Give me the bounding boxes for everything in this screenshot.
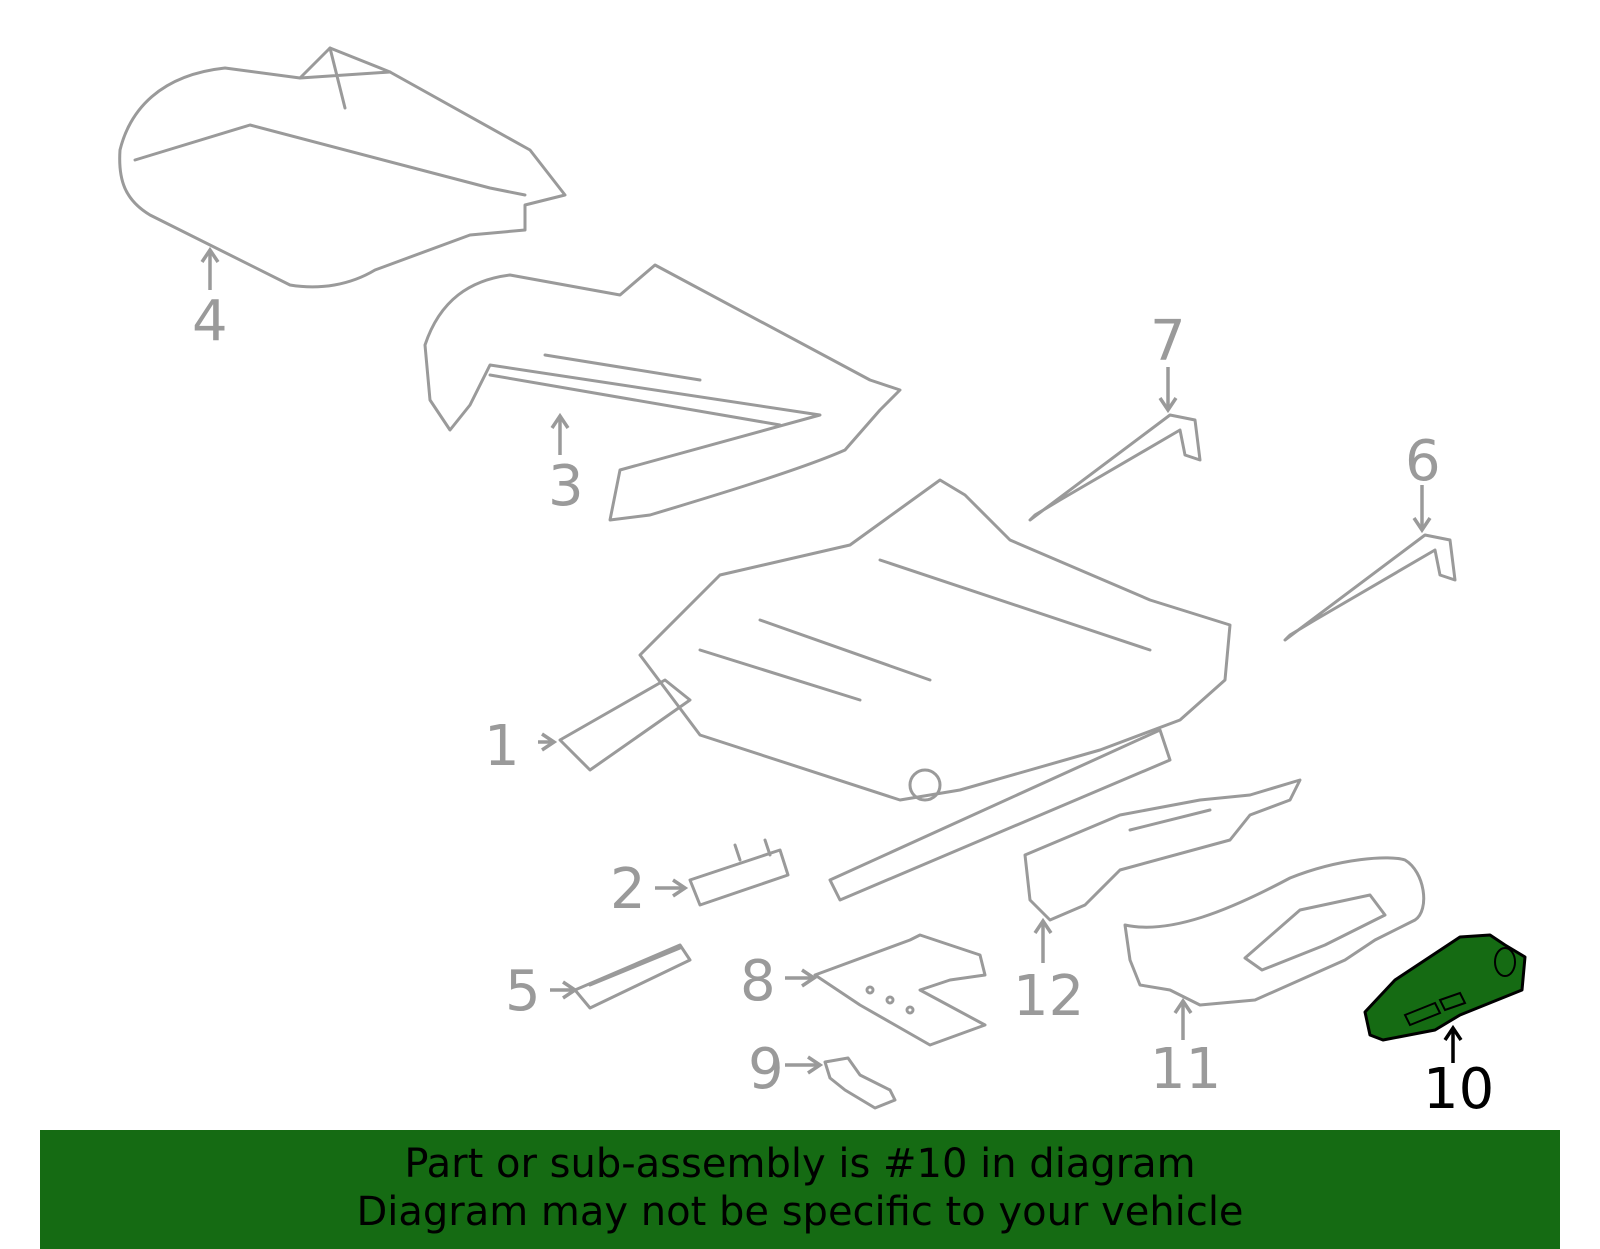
- part-7-trim[interactable]: [1028, 413, 1202, 522]
- arrow-8: [785, 968, 818, 988]
- part-12-bracket[interactable]: [1023, 778, 1302, 922]
- arrow-3: [550, 412, 570, 455]
- callout-1: 1: [484, 714, 520, 779]
- arrow-6: [1412, 485, 1432, 534]
- callout-10: 10: [1423, 1057, 1494, 1122]
- part-6-trim[interactable]: [1283, 533, 1457, 642]
- arrow-12: [1033, 917, 1053, 963]
- parts-diagram: 4 3 7 6 1: [118, 46, 1527, 1122]
- callout-8: 8: [740, 949, 776, 1014]
- arrow-1: [538, 732, 558, 752]
- arrow-4: [200, 246, 220, 290]
- part-5-track-cover[interactable]: [573, 943, 692, 1010]
- callout-12: 12: [1013, 964, 1084, 1029]
- arrow-9: [785, 1055, 824, 1075]
- callout-2: 2: [610, 857, 646, 922]
- part-10-switch-assembly[interactable]: [1363, 933, 1527, 1042]
- part-3-cushion-pad[interactable]: [423, 263, 902, 522]
- part-11-side-shield[interactable]: [1123, 856, 1426, 1007]
- banner-line-1: Part or sub-assembly is #10 in diagram: [404, 1141, 1196, 1187]
- info-banner: Part or sub-assembly is #10 in diagram D…: [40, 1130, 1560, 1249]
- callout-9: 9: [748, 1037, 784, 1102]
- callout-7: 7: [1150, 309, 1186, 374]
- arrow-7: [1158, 367, 1178, 414]
- part-1-seat-frame[interactable]: [558, 478, 1232, 902]
- arrow-2: [655, 878, 689, 898]
- callout-11: 11: [1150, 1037, 1221, 1102]
- part-9-clip[interactable]: [823, 1056, 897, 1110]
- part-8-plate[interactable]: [813, 933, 987, 1047]
- banner-line-2: Diagram may not be specific to your vehi…: [356, 1189, 1244, 1235]
- callout-5: 5: [505, 959, 541, 1024]
- callout-4: 4: [192, 289, 228, 354]
- arrow-10: [1443, 1024, 1463, 1063]
- part-4-cushion-cover[interactable]: [118, 46, 567, 289]
- arrow-5: [550, 980, 579, 1000]
- part-2-bracket[interactable]: [688, 838, 790, 907]
- callout-6: 6: [1405, 429, 1441, 494]
- arrow-11: [1173, 997, 1193, 1040]
- callout-3: 3: [548, 454, 584, 519]
